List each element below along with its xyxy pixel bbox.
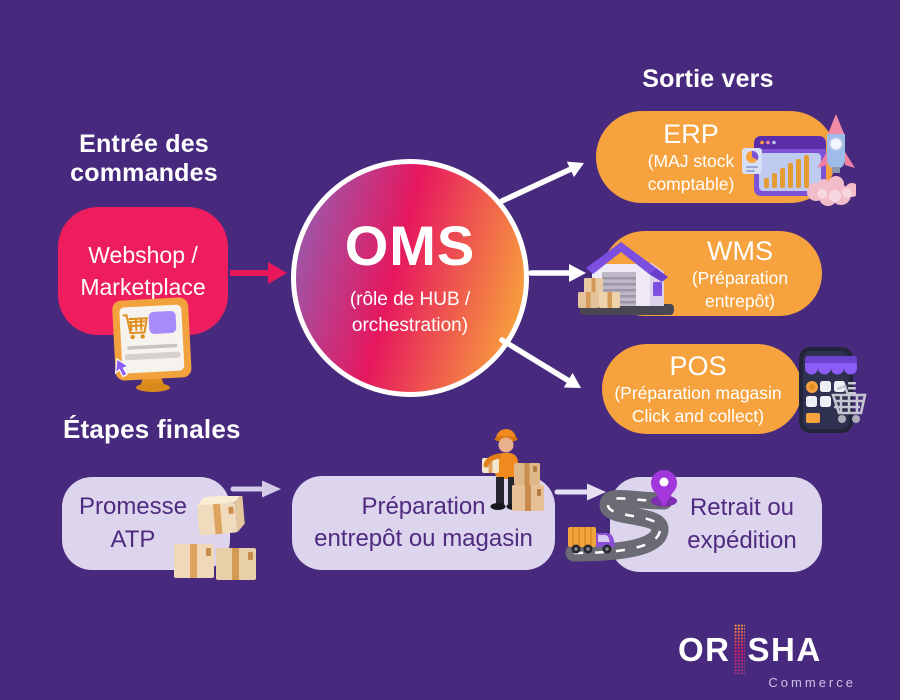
oms-subtitle: (rôle de HUB / orchestration) xyxy=(350,287,470,337)
wms-label: WMS xyxy=(707,235,773,266)
orisha-tagline: Commerce xyxy=(768,675,856,690)
dashboard-rocket-icon xyxy=(742,114,856,206)
oms-hub-circle: OMS (rôle de HUB / orchestration) xyxy=(291,159,529,397)
warehouse-boxes-icon xyxy=(578,242,674,315)
package-stack-icon xyxy=(174,496,256,580)
final-steps-heading: Étapes finales xyxy=(63,414,241,444)
oms-title: OMS xyxy=(344,214,476,278)
pos-label: POS xyxy=(669,351,727,382)
step1-line2: ATP xyxy=(110,525,156,553)
wms-desc-line1: (Préparation xyxy=(691,267,789,288)
webshop-monitor-cart-icon xyxy=(112,297,192,392)
wms-desc-line2: entrepôt) xyxy=(704,290,776,311)
erp-label: ERP xyxy=(663,119,719,150)
road-pin-truck-icon xyxy=(565,470,677,562)
arrow-oms-to-pos xyxy=(499,337,581,388)
orisha-brand-right: SHA xyxy=(747,630,822,668)
step3-line2: expédition xyxy=(687,526,797,554)
erp-desc-line2: comptable) xyxy=(647,174,735,195)
step2-line1: Préparation xyxy=(361,492,486,520)
webshop-label-line2: Marketplace xyxy=(80,274,206,300)
step3-line1: Retrait ou xyxy=(689,494,795,522)
erp-desc-line1: (MAJ stock xyxy=(647,151,735,172)
orisha-brand: OR SHA xyxy=(678,624,858,674)
step1-line1: Promesse xyxy=(78,493,188,521)
entry-heading-line1: Entrée des xyxy=(79,130,209,158)
pos-desc-line2: Click and collect) xyxy=(631,406,765,427)
entry-heading-line2: commandes xyxy=(70,159,218,187)
pos-box: POS (Préparation magasin Click and colle… xyxy=(602,344,802,434)
orisha-brand-left: OR xyxy=(678,630,731,668)
entry-heading: Entrée des commandes xyxy=(44,130,244,188)
oms-subtitle-line1: (rôle de HUB / xyxy=(349,289,471,311)
webshop-label-line1: Webshop / xyxy=(88,241,198,268)
arrow-webshop-to-oms xyxy=(230,262,287,284)
arrow-oms-to-erp xyxy=(499,161,584,204)
orisha-halftone-i-icon xyxy=(733,624,745,674)
outputs-heading: Sortie vers xyxy=(642,65,774,93)
delivery-person-icon xyxy=(482,429,544,511)
pos-desc-line1: (Préparation magasin xyxy=(614,383,782,404)
arrow-step1-to-step2 xyxy=(230,480,281,498)
orisha-logo: OR SHA Commerce xyxy=(678,624,858,690)
step2-line2: entrepôt ou magasin xyxy=(314,525,533,552)
oms-subtitle-line2: orchestration) xyxy=(351,314,469,336)
phone-store-cart-icon xyxy=(799,347,867,433)
